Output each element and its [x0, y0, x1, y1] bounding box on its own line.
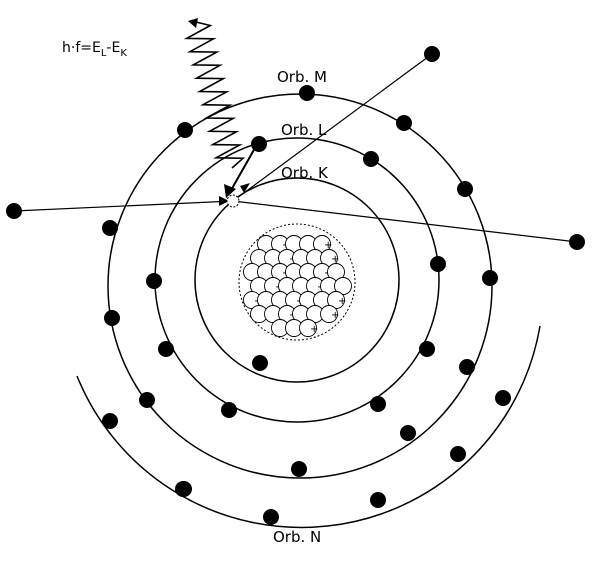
electron	[146, 273, 162, 289]
track-end-electron	[569, 234, 585, 250]
photon-energy-formula: h·f=EL-EK	[62, 40, 127, 59]
formula-mid: -E	[106, 40, 120, 56]
proton	[320, 305, 338, 323]
electron	[104, 310, 120, 326]
proton	[299, 319, 317, 337]
electron	[459, 359, 475, 375]
electron	[450, 446, 466, 462]
arrowhead-ejected	[240, 183, 250, 193]
electron	[396, 115, 412, 131]
vacancy-hole	[226, 194, 240, 208]
electron	[263, 509, 279, 525]
electron	[221, 402, 237, 418]
orbit-k	[194, 177, 400, 383]
formula-sub-l: L	[101, 48, 107, 59]
electrons	[102, 85, 511, 525]
electron	[457, 181, 473, 197]
proton-charge-icon: +	[310, 324, 318, 335]
electron	[419, 341, 435, 357]
transition-arrowhead	[224, 184, 236, 198]
formula-prefix: h·f=E	[62, 40, 101, 56]
orbit-k-label: Orb. K	[281, 164, 329, 182]
proton-charge-icon: +	[331, 254, 339, 265]
electron	[139, 392, 155, 408]
transition-arrow	[224, 147, 256, 198]
electron	[400, 425, 416, 441]
proton-charge-icon: +	[338, 296, 346, 307]
orbit-n-label: Orb. N	[273, 528, 321, 546]
orbit-n	[76, 325, 541, 529]
formula-sub-k: K	[120, 48, 127, 59]
electron	[291, 461, 307, 477]
track-incoming-left	[13, 200, 234, 212]
nucleus: ++++++++++++++	[238, 223, 356, 341]
transition-line	[229, 147, 256, 193]
electron	[102, 220, 118, 236]
electron	[177, 122, 193, 138]
electron	[363, 151, 379, 167]
electron	[370, 492, 386, 508]
track-start-electron	[6, 203, 22, 219]
electron	[252, 355, 268, 371]
electron	[495, 390, 511, 406]
electron	[299, 85, 315, 101]
proton-charge-icon: +	[331, 310, 339, 321]
electron	[370, 396, 386, 412]
track-ejected-electron	[232, 53, 433, 202]
electron	[102, 413, 118, 429]
particle-tracks	[6, 46, 585, 250]
orbit-m-label: Orb. M	[277, 68, 327, 86]
nucleus-boundary	[238, 223, 356, 341]
arrowhead-incoming	[219, 196, 229, 206]
proton-charge-icon: +	[324, 240, 332, 251]
electron	[175, 481, 191, 497]
photon-wave	[183, 21, 246, 169]
electron	[158, 341, 174, 357]
electron	[482, 270, 498, 286]
track-outgoing-right	[232, 200, 578, 243]
orbit-l-label: Orb. L	[281, 121, 327, 139]
ejected-electron	[424, 46, 440, 62]
photon-arrowhead	[188, 18, 198, 28]
electron	[430, 256, 446, 272]
